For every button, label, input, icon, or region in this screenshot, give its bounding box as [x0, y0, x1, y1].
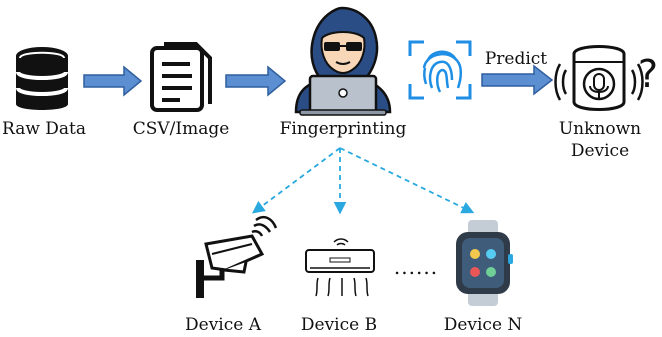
database-icon: [16, 47, 68, 110]
smart-speaker-icon: [554, 45, 644, 111]
device-n-label: Device N: [443, 315, 523, 335]
flow-arrow-raw-to-csv: [83, 65, 143, 97]
device-a-label: Device A: [185, 315, 261, 335]
device-ellipsis: ......: [393, 255, 439, 279]
dashed-arrow-to-device-a: [251, 147, 341, 214]
csv-image-label: CSV/Image: [132, 119, 230, 139]
document-icon: [150, 42, 212, 112]
predict-arrow: [481, 64, 554, 96]
predict-label: Predict: [484, 49, 548, 69]
hacker-laptop-icon: [294, 6, 392, 116]
dashed-arrow-to-device-n: [339, 147, 475, 214]
smartwatch-icon: [456, 220, 513, 306]
fingerprint-scan-icon: [408, 40, 472, 100]
device-b-label: Device B: [300, 315, 378, 335]
question-mark: ?: [637, 52, 659, 96]
unknown-device-label-line2: Device: [570, 141, 630, 161]
raw-data-label: Raw Data: [2, 119, 87, 139]
air-conditioner-icon: [305, 238, 375, 297]
fingerprinting-label: Fingerprinting: [279, 119, 407, 139]
security-camera-icon: [196, 216, 278, 298]
flow-arrow-csv-to-fingerprinting: [225, 65, 287, 97]
unknown-device-label-line1: Unknown: [558, 119, 642, 139]
